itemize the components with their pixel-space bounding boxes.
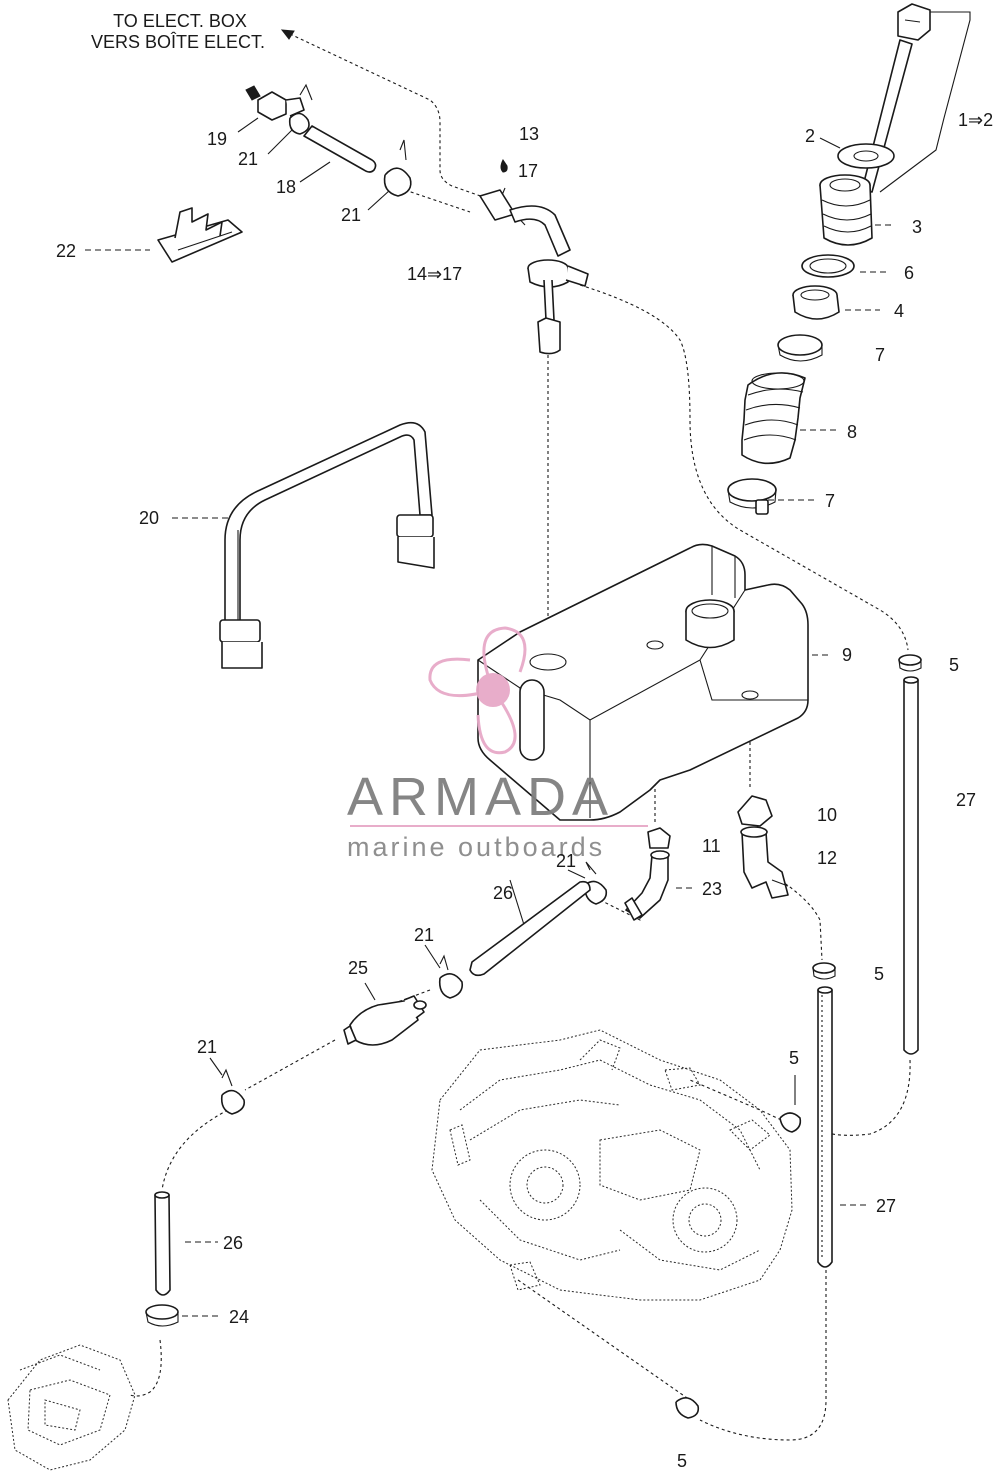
callout-5-engine: 5 [789,1048,799,1068]
callout-2: 2 [805,126,815,146]
note-line-2: VERS BOÎTE ELECT. [91,32,265,52]
callout-21-top: 21 [238,149,258,169]
callout-6: 6 [904,263,914,283]
callout-1-2: 1⇒2 [958,110,993,130]
tank-strap [219,421,435,669]
callout-4: 4 [894,301,904,321]
callout-19: 19 [207,129,227,149]
callout-10: 10 [817,805,837,825]
callout-21-near-23: 21 [556,851,576,871]
feed-line [7,861,608,1471]
destination-note: TO ELECT. BOX VERS BOÎTE ELECT. [91,11,265,52]
callout-21-mid: 21 [414,925,434,945]
callout-11: 11 [702,836,721,856]
callout-labels: 1⇒2 2 3 6 4 7 8 7 9 5 27 10 11 12 23 5 5… [56,110,993,1471]
callout-21-upper-mid: 21 [341,205,361,225]
watermark-tagline: marine outboards [347,832,605,862]
top-hose-assembly [157,83,589,355]
callout-21-left: 21 [197,1037,217,1057]
callout-20: 20 [139,508,159,528]
callout-5-top-right: 5 [949,655,959,675]
callout-5-mid: 5 [874,964,884,984]
callout-7-top: 7 [875,345,885,365]
callout-12: 12 [817,848,837,868]
callout-5-bottom: 5 [677,1451,687,1471]
callout-13: 13 [519,124,539,144]
armada-watermark: ARMADA marine outboards [347,626,648,862]
oil-tank [477,543,809,821]
hose-27-lower [675,962,836,1419]
callout-23: 23 [702,879,722,899]
propeller-logo-icon [428,626,527,755]
filler-assembly [727,3,931,515]
callout-14-17: 14⇒17 [407,264,462,284]
callout-24: 24 [229,1307,249,1327]
callout-27-right: 27 [956,790,976,810]
callout-9: 9 [842,645,852,665]
engine-block [431,1029,793,1301]
callout-18: 18 [276,177,296,197]
elbow-fittings [624,795,789,921]
callout-3: 3 [912,217,922,237]
callout-7-bottom: 7 [825,491,835,511]
callout-26-vertical: 26 [223,1233,243,1253]
callout-26-diagonal: 26 [493,883,513,903]
leader-lines [129,11,971,1441]
watermark-brand: ARMADA [347,767,614,827]
callout-8: 8 [847,422,857,442]
note-line-1: TO ELECT. BOX [113,11,247,31]
callout-22: 22 [56,241,76,261]
callout-25: 25 [348,958,368,978]
hose-27-right [898,654,922,1055]
callout-27-lower: 27 [876,1196,896,1216]
callout-17: 17 [518,161,538,181]
